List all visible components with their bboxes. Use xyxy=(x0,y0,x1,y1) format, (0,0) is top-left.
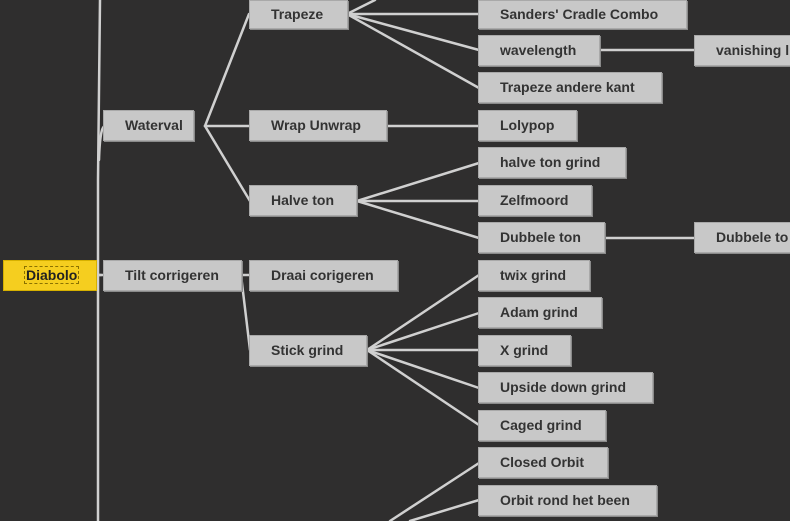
link-halveton-dubbele xyxy=(355,199,481,240)
node-zelfmoord[interactable]: Zelfmoord xyxy=(478,185,592,216)
node-twix-grind[interactable]: twix grind xyxy=(478,260,590,291)
root-node-diabolo[interactable]: Diabolo xyxy=(3,260,97,291)
node-upside-down-grind[interactable]: Upside down grind xyxy=(478,372,653,403)
node-closed-orbit[interactable]: Closed Orbit xyxy=(478,447,608,478)
link-tilt-stick xyxy=(239,273,252,352)
node-halve-ton[interactable]: Halve ton xyxy=(249,185,357,216)
link-trapeze-wavelength xyxy=(345,12,481,52)
link-stick-twix xyxy=(365,273,481,352)
link-trunk xyxy=(96,0,102,521)
link-stick-upside xyxy=(365,348,481,390)
link-lower-orbit xyxy=(408,498,481,521)
node-sanders-cradle-combo[interactable]: Sanders' Cradle Combo xyxy=(478,0,687,29)
link-waterval-halveton xyxy=(203,124,252,203)
root-label: Diabolo xyxy=(23,266,80,284)
node-orbit-rond-het-been[interactable]: Orbit rond het been xyxy=(478,485,657,516)
node-wavelength[interactable]: wavelength xyxy=(478,35,600,66)
node-wrap-unwrap[interactable]: Wrap Unwrap xyxy=(249,110,387,141)
node-trapeze-andere-kant[interactable]: Trapeze andere kant xyxy=(478,72,662,103)
link-waterval-trapeze xyxy=(203,12,251,128)
node-caged-grind[interactable]: Caged grind xyxy=(478,410,606,441)
node-vanishing[interactable]: vanishing l xyxy=(694,35,790,66)
link-trapeze-andere xyxy=(345,12,481,90)
node-draai-corigeren[interactable]: Draai corigeren xyxy=(249,260,398,291)
node-stick-grind[interactable]: Stick grind xyxy=(249,335,367,366)
node-waterval[interactable]: Waterval xyxy=(103,110,194,141)
node-lolypop[interactable]: Lolypop xyxy=(478,110,577,141)
node-trapeze[interactable]: Trapeze xyxy=(249,0,348,29)
node-dubbele-to[interactable]: Dubbele to xyxy=(694,222,790,253)
node-halve-ton-grind[interactable]: halve ton grind xyxy=(478,147,626,178)
node-x-grind[interactable]: X grind xyxy=(478,335,571,366)
node-dubbele-ton[interactable]: Dubbele ton xyxy=(478,222,605,253)
node-tilt-corrigeren[interactable]: Tilt corrigeren xyxy=(103,260,242,291)
link-trapeze-top xyxy=(345,0,377,16)
link-stick-adam xyxy=(365,311,481,352)
link-lower-closed xyxy=(388,461,481,521)
link-halveton-grind xyxy=(355,161,481,203)
link-stick-caged xyxy=(365,348,481,427)
node-adam-grind[interactable]: Adam grind xyxy=(478,297,602,328)
